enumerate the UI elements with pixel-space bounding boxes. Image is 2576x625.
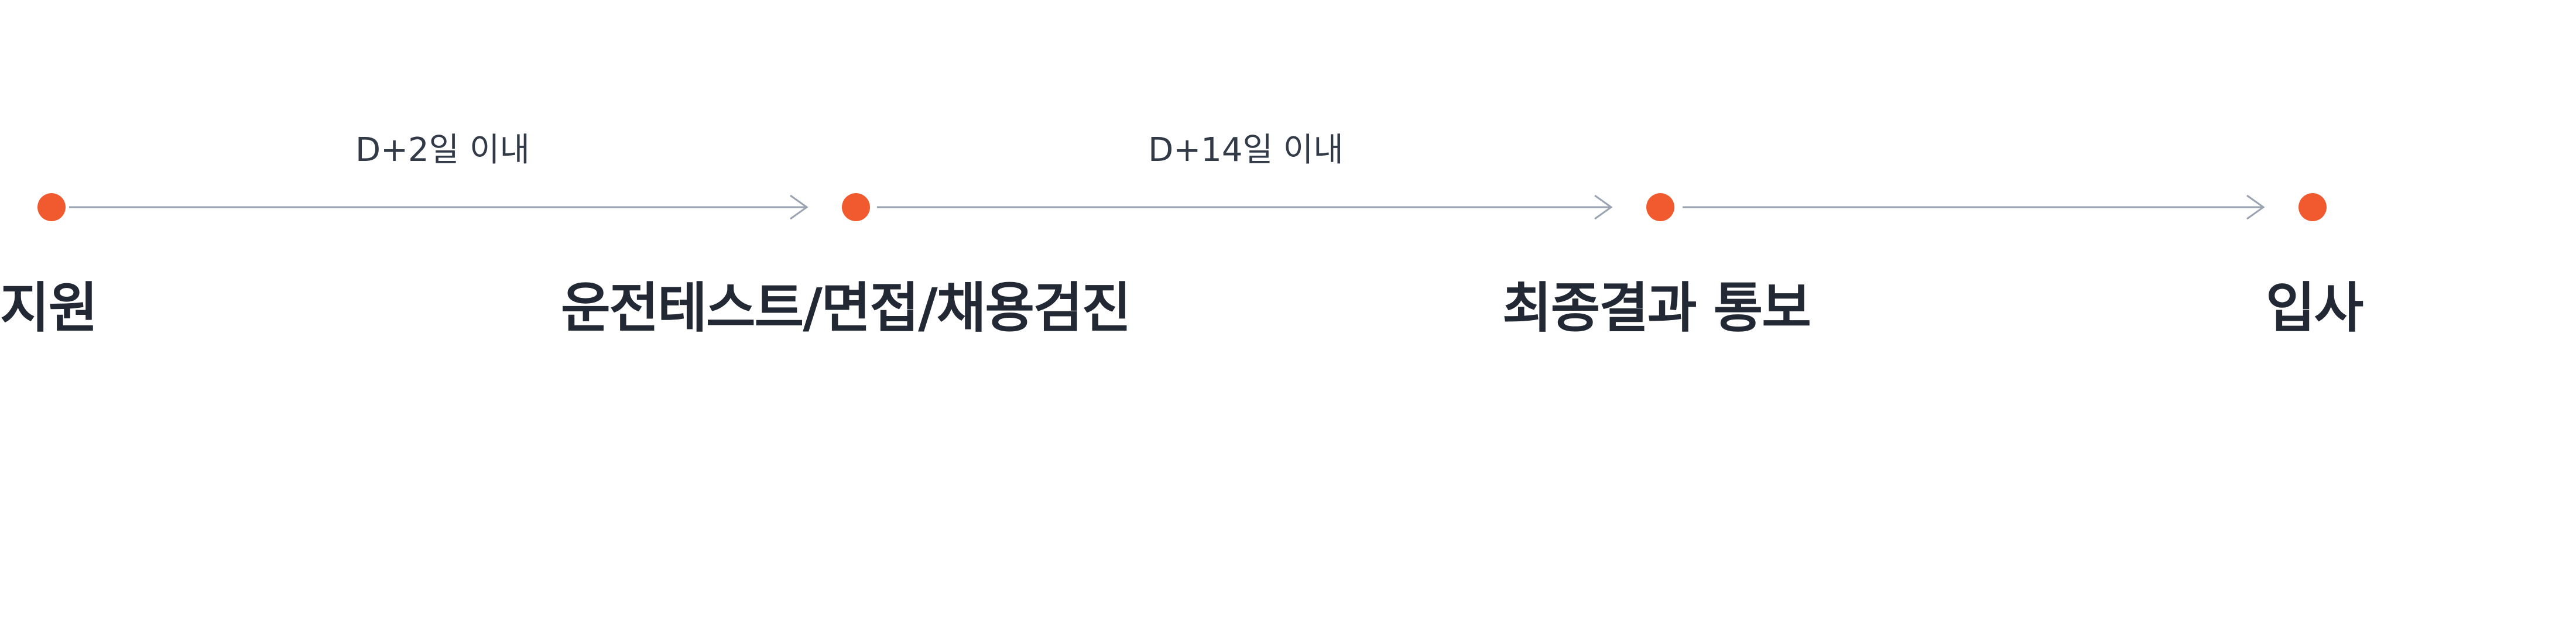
step-1-label: 지원 <box>0 277 98 339</box>
step-1-dot-icon <box>37 193 66 221</box>
connector-1-arrow-icon <box>790 194 809 220</box>
step-3-label: 최종결과 통보 <box>1502 277 1811 339</box>
connector-3 <box>1683 194 2265 220</box>
step-4-label: 입사 <box>2266 277 2363 339</box>
connector-3-arrow-icon <box>2246 194 2265 220</box>
step-4-dot-icon <box>2298 193 2327 221</box>
step-3-dot-icon <box>1646 193 1674 221</box>
connector-2-label: D+14일 이내 <box>1148 131 1344 169</box>
connector-1 <box>69 194 809 220</box>
step-2-dot-icon <box>842 193 870 221</box>
connector-2-arrow-icon <box>1594 194 1613 220</box>
step-2-label: 운전테스트/면접/채용검진 <box>561 277 1131 339</box>
connector-2 <box>877 194 1613 220</box>
connector-1-label: D+2일 이내 <box>355 131 530 169</box>
